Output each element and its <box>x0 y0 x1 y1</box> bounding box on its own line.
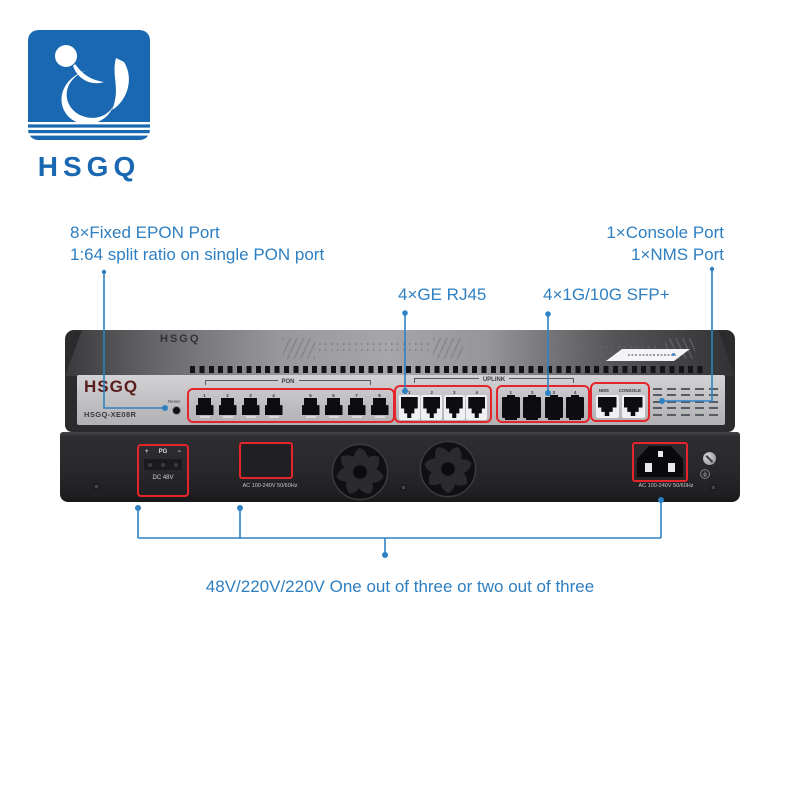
console-port <box>621 395 645 418</box>
pon-port-number: 3 <box>249 393 252 398</box>
brand-logo: HSGQ <box>28 30 150 183</box>
annotation-epon-line2: 1:64 split ratio on single PON port <box>70 245 325 264</box>
pon-port-number: 5 <box>309 393 312 398</box>
model-number: HSGQ-XE08R <box>84 410 137 419</box>
sfp-ports-highlight: 1 2 3 4 <box>496 385 590 423</box>
vent-pattern <box>540 338 566 359</box>
annotation-console-line1: 1×Console Port <box>606 223 724 242</box>
ac-inlet-highlight <box>632 442 688 482</box>
vent-pattern <box>319 349 429 351</box>
vent-pattern <box>319 343 429 345</box>
led-row <box>653 400 722 403</box>
dc-terminal-block <box>144 459 182 470</box>
pon-port <box>324 398 343 418</box>
sfp-port-number: 2 <box>530 390 534 395</box>
faceplate-brand: HSGQ <box>84 377 139 396</box>
sfp-port <box>544 395 563 420</box>
pon-port <box>347 398 366 418</box>
fan-icon <box>331 443 389 501</box>
reset-button <box>173 407 180 414</box>
pon-group-bracket: PON <box>205 378 372 386</box>
embossed-brand: HSGQ <box>160 333 201 345</box>
vent-pattern <box>570 346 660 348</box>
rj45-port <box>443 395 465 420</box>
front-top-bevel: HSGQ <box>65 330 735 376</box>
pon-port <box>301 398 320 418</box>
screw-icon <box>710 484 717 491</box>
sfp-port-number: 4 <box>573 390 577 395</box>
sfp-port-number: 3 <box>552 390 555 395</box>
uplink-port-number: 1 <box>407 390 411 395</box>
screw-icon <box>93 483 100 490</box>
uplink-port-number: 4 <box>475 390 478 395</box>
dc-plus-label: + <box>145 449 149 455</box>
hsgq-logo-icon <box>28 30 150 140</box>
pon-port-number: 2 <box>226 393 229 398</box>
nms-port <box>595 395 619 418</box>
pon-port <box>195 398 214 418</box>
led-row <box>653 413 722 416</box>
led-row <box>653 394 722 397</box>
dc-input-highlight: + PG − DC 48V <box>137 444 189 497</box>
uplink-port-number: 3 <box>452 390 456 395</box>
pon-port <box>241 398 260 418</box>
console-label: CONSOLE <box>618 388 642 393</box>
pon-port-number: 7 <box>355 393 358 398</box>
ac-slot-label: AC 100-240V 50/60Hz <box>242 483 298 489</box>
nms-label: NMS <box>598 388 609 393</box>
grounding-screw-icon <box>703 452 716 465</box>
vent-pattern <box>433 338 463 359</box>
sticker-text-lines <box>628 354 676 356</box>
pon-ports-highlight: 1 2 3 4 5 6 7 8 <box>187 388 395 423</box>
annotation-epon: 8×Fixed EPON Port 1:64 split ratio on si… <box>70 222 324 266</box>
pon-port-number: 8 <box>378 393 381 398</box>
led-indicator-matrix <box>653 388 722 421</box>
led-row <box>653 407 722 410</box>
dc-voltage-label: DC 48V <box>152 475 174 481</box>
pon-port-number: 1 <box>203 393 206 398</box>
annotation-console-line2: 1×NMS Port <box>630 245 724 264</box>
pon-port <box>218 398 237 418</box>
sfp-port <box>501 395 520 420</box>
screw-icon <box>400 484 407 491</box>
dc-pg-label: PG <box>158 449 168 455</box>
pon-port <box>264 398 283 418</box>
uplink-group-bracket: UPLINK <box>414 376 574 384</box>
uplink-port-number: 2 <box>430 390 433 395</box>
dc-minus-label: − <box>177 449 181 455</box>
pon-port-number: 4 <box>272 393 275 398</box>
rj45-port <box>398 395 420 420</box>
annotation-sfp: 4×1G/10G SFP+ <box>543 285 670 304</box>
pon-port <box>370 398 389 418</box>
reset-label: Reset <box>168 399 180 404</box>
vent-pattern <box>283 338 315 359</box>
fan-icon <box>419 440 477 498</box>
logo-wordmark: HSGQ <box>37 151 141 182</box>
rj45-port <box>466 395 488 420</box>
uplink-rj45-highlight: 1 2 3 4 <box>394 385 492 423</box>
annotation-ge: 4×GE RJ45 <box>398 285 487 304</box>
pon-label: PON <box>281 379 295 385</box>
annotation-epon-line1: 8×Fixed EPON Port <box>70 223 220 242</box>
rj45-port <box>421 395 443 420</box>
mgmt-ports-highlight: NMS CONSOLE <box>590 382 650 422</box>
vent-slots <box>190 366 707 373</box>
pon-port-number: 6 <box>332 393 335 398</box>
ground-icon <box>700 469 710 479</box>
annotation-power: 48V/220V/220V One out of three or two ou… <box>205 577 595 596</box>
uplink-label: UPLINK <box>482 377 506 383</box>
rear-panel: + PG − DC 48V AC 100-240V 50/60Hz <box>60 432 740 502</box>
sfp-port <box>523 395 542 420</box>
annotation-console: 1×Console Port 1×NMS Port <box>606 222 724 266</box>
led-row <box>653 388 722 390</box>
sfp-port <box>566 395 585 420</box>
ac-inlet-label: AC 100-240V 50/60Hz <box>638 483 694 489</box>
sfp-port-number: 1 <box>509 390 512 395</box>
label-sticker <box>606 349 690 361</box>
sticker-mark <box>672 353 675 356</box>
ac-slot-highlight <box>239 442 293 479</box>
power-inlet-icon <box>637 446 683 477</box>
